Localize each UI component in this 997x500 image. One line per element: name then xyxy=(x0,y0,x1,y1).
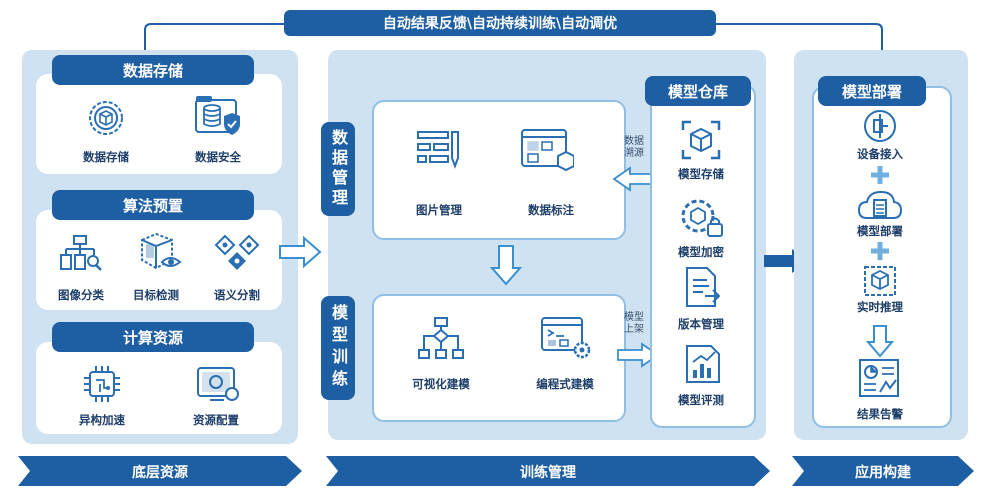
segment-diamonds-icon xyxy=(214,234,260,270)
plus-icon-1 xyxy=(871,166,889,184)
hierarchy-search-icon xyxy=(60,235,102,271)
cloud-server-icon xyxy=(857,190,903,219)
chip-icon xyxy=(84,366,120,402)
repo-item-2: 版本管理 xyxy=(678,317,724,331)
repo-item-1: 模型加密 xyxy=(678,245,724,259)
device-connect-icon xyxy=(864,110,896,142)
alert-report-icon xyxy=(859,359,899,397)
arrow-publish-text: 模型上架 xyxy=(624,312,644,335)
model-train-title: 模型训练 xyxy=(321,296,355,400)
data-mgmt-title-text: 数据管理 xyxy=(329,129,348,209)
footer-chevron-base xyxy=(18,456,302,486)
cube-eye-icon xyxy=(141,232,182,270)
code-gear-icon xyxy=(541,317,591,359)
image-list-icon xyxy=(417,131,459,169)
storage-card xyxy=(36,74,282,174)
footer-app-label: 应用构建 xyxy=(855,465,911,481)
storage-item-0: 数据存储 xyxy=(83,150,129,164)
storage-item-1: 数据安全 xyxy=(195,150,241,164)
document-version-icon xyxy=(686,267,721,307)
repo-item-0: 模型存储 xyxy=(678,167,724,181)
model-train-title-text: 模型训练 xyxy=(329,304,348,392)
box-scan-icon xyxy=(681,120,721,160)
compute-item-1: 资源配置 xyxy=(193,413,239,427)
deploy-item-3: 结果告警 xyxy=(857,407,903,421)
storage-title: 数据存储 xyxy=(52,55,254,85)
arrow-down-outline-icon xyxy=(866,325,894,358)
database-shield-icon xyxy=(195,96,240,135)
compute-card xyxy=(36,342,282,434)
algo-item-0: 图像分类 xyxy=(58,288,104,302)
arrow-source-text: 数据溯源 xyxy=(624,136,644,159)
report-chart-icon xyxy=(686,345,720,383)
flowchart-icon xyxy=(418,317,464,359)
deploy-title: 模型部署 xyxy=(818,76,926,106)
inference-box-icon xyxy=(864,266,896,296)
data-mgmt-item-1: 数据标注 xyxy=(528,203,574,217)
footer-base-label: 底层资源 xyxy=(132,465,188,481)
feedback-connector xyxy=(144,23,883,56)
compute-item-0: 异构加速 xyxy=(79,413,125,427)
feedback-bar: 自动结果反馈\自动持续训练\自动调优 xyxy=(284,10,716,36)
gear-lock-icon xyxy=(681,199,723,237)
data-mgmt-item-0: 图片管理 xyxy=(416,203,462,217)
footer-chevron-app xyxy=(792,456,974,486)
arrow-source-label: 数据溯源 xyxy=(620,136,648,160)
model-train-item-1: 编程式建模 xyxy=(536,377,594,391)
annotation-board-icon xyxy=(521,129,574,172)
gear-cube-icon xyxy=(89,101,123,135)
algo-item-2: 语义分割 xyxy=(214,288,260,302)
deploy-item-2: 实时推理 xyxy=(857,300,903,314)
flow-arrow-down-icon xyxy=(490,245,522,286)
flow-arrow-right-icon xyxy=(279,236,322,268)
footer-chevron-training xyxy=(326,456,770,486)
repo-title: 模型仓库 xyxy=(645,76,751,106)
server-config-icon xyxy=(197,367,239,401)
plus-icon-2 xyxy=(871,242,889,260)
footer-training-label: 训练管理 xyxy=(520,465,576,481)
data-mgmt-card xyxy=(372,100,626,240)
deploy-item-0: 设备接入 xyxy=(857,147,903,161)
compute-title: 计算资源 xyxy=(52,322,254,352)
arrow-publish-label: 模型上架 xyxy=(620,312,648,336)
algo-title: 算法预置 xyxy=(52,190,254,220)
repo-item-3: 模型评测 xyxy=(678,393,724,407)
deploy-item-1: 模型部署 xyxy=(857,224,903,238)
algo-item-1: 目标检测 xyxy=(133,288,179,302)
model-train-item-0: 可视化建模 xyxy=(412,377,470,391)
data-mgmt-title: 数据管理 xyxy=(321,122,355,216)
